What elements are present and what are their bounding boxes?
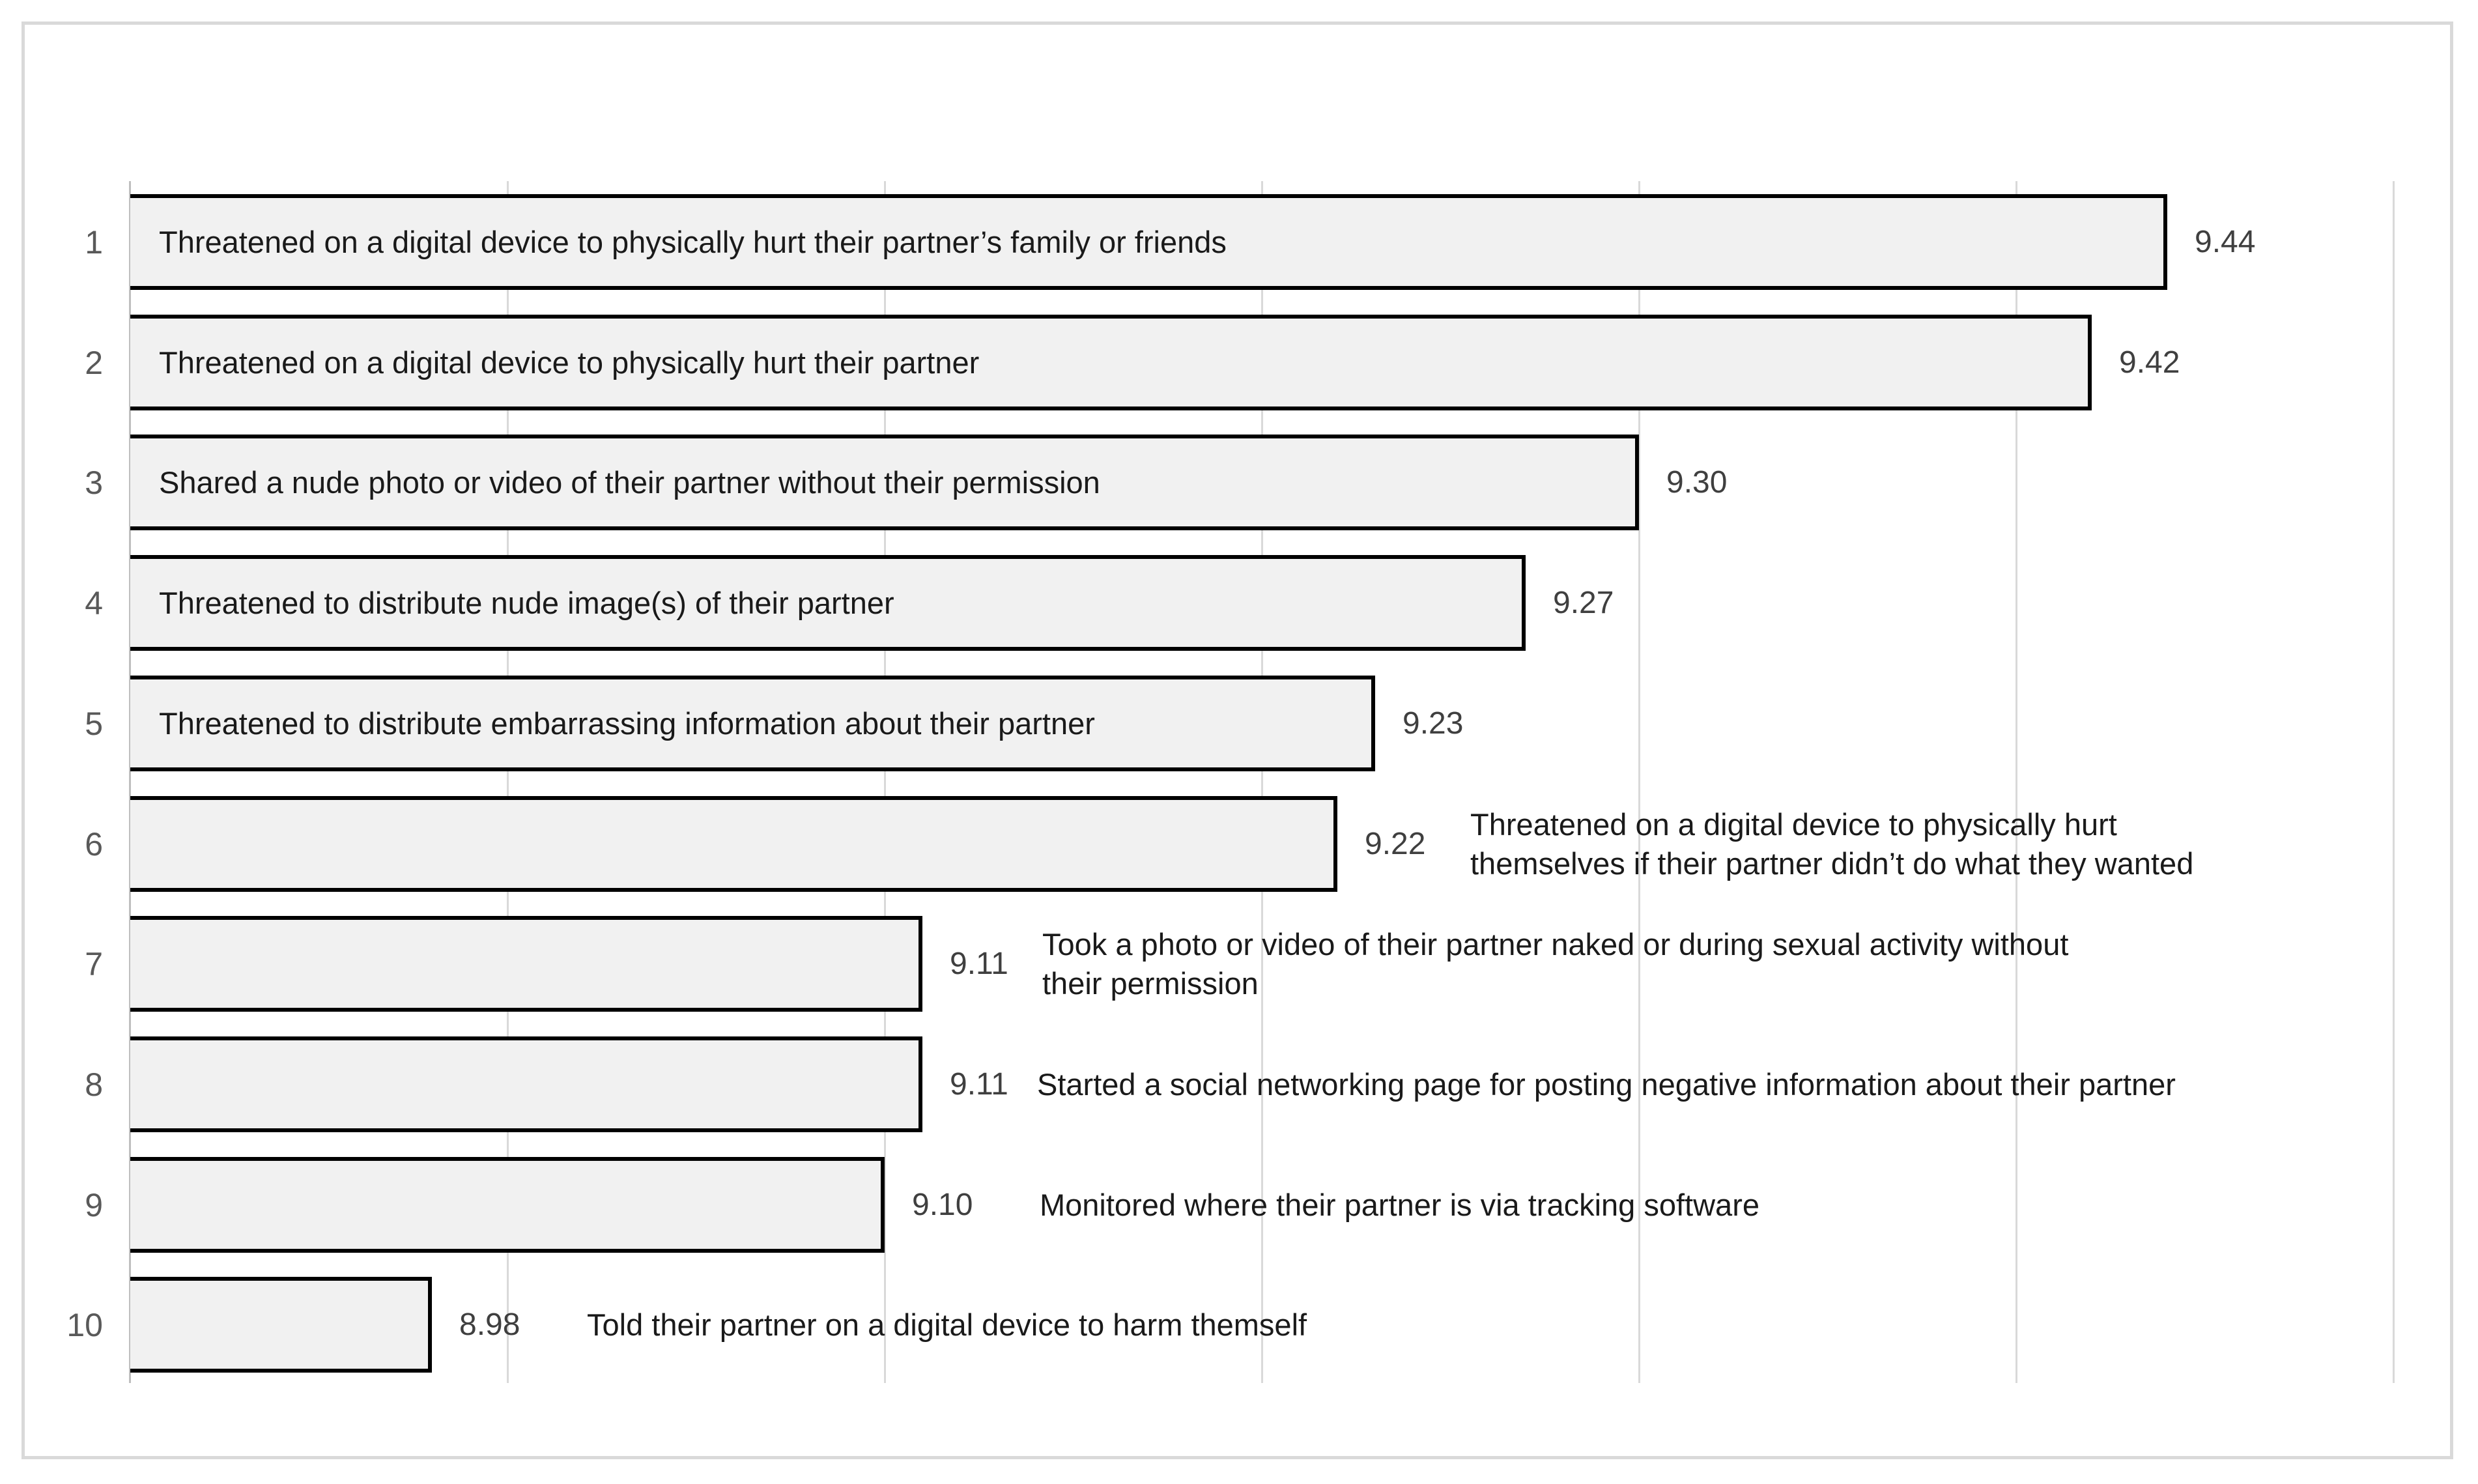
gridline-9.2 [1261, 181, 1263, 1383]
bar [130, 796, 1337, 892]
value-label: 9.27 [1553, 586, 1614, 620]
bar: Shared a nude photo or video of their pa… [130, 435, 1639, 530]
value-label: 9.30 [1666, 465, 1728, 500]
bar-inner-label: Shared a nude photo or video of their pa… [159, 465, 1100, 500]
rank-label: 1 [85, 223, 103, 261]
bar-outside-label: Started a social networking page for pos… [1037, 1066, 2176, 1102]
bar-outside-label: Threatened on a digital device to physic… [1470, 806, 2194, 881]
gridline-9.1 [884, 181, 886, 1383]
bar-inner-label: Threatened on a digital device to physic… [159, 225, 1227, 259]
chart-row: Threatened on a digital device to physic… [130, 194, 2167, 290]
bar-inner-label: Threatened on a digital device to physic… [159, 345, 980, 380]
value-label: 9.22 [1365, 827, 1426, 861]
bar [130, 1277, 432, 1373]
chart-row: Threatened to distribute nude image(s) o… [130, 555, 1526, 651]
gridline-9.4 [2015, 181, 2017, 1383]
bar [130, 1157, 885, 1253]
bar [130, 1036, 922, 1132]
rank-label: 10 [66, 1306, 103, 1343]
chart-row [130, 1036, 922, 1132]
rank-label: 4 [85, 584, 103, 621]
chart-row [130, 1157, 885, 1253]
value-label: 9.11 [950, 1067, 1008, 1102]
bar: Threatened to distribute nude image(s) o… [130, 555, 1526, 651]
chart-row: Threatened on a digital device to physic… [130, 315, 2092, 410]
rank-label: 7 [85, 945, 103, 982]
gridline-9.5 [2393, 181, 2395, 1383]
rank-label: 2 [85, 344, 103, 381]
value-label: 9.23 [1403, 706, 1464, 741]
chart-row [130, 796, 1337, 892]
bar-inner-label: Threatened to distribute embarrassing in… [159, 706, 1095, 741]
gridline-9.0 [507, 181, 509, 1383]
bar-inner-label: Threatened to distribute nude image(s) o… [159, 586, 894, 620]
chart-row: Threatened to distribute embarrassing in… [130, 676, 1375, 771]
bar-outside-label: Told their partner on a digital device t… [587, 1307, 1307, 1342]
chart-row [130, 916, 922, 1012]
rank-label: 3 [85, 464, 103, 501]
y-axis-line [129, 181, 131, 1383]
chart-row: Shared a nude photo or video of their pa… [130, 435, 1639, 530]
value-label: 9.42 [2119, 345, 2180, 380]
value-label: 9.44 [2195, 225, 2256, 259]
bar-outside-label: Took a photo or video of their partner n… [1042, 926, 2069, 1001]
bar: Threatened on a digital device to physic… [130, 315, 2092, 410]
value-label: 8.98 [459, 1307, 520, 1342]
gridline-9.3 [1638, 181, 1640, 1383]
value-label: 9.11 [950, 947, 1008, 981]
rank-label: 9 [85, 1186, 103, 1223]
bar [130, 916, 922, 1012]
bar-outside-label: Monitored where their partner is via tra… [1040, 1187, 1759, 1222]
bar: Threatened to distribute embarrassing in… [130, 676, 1375, 771]
value-label: 9.10 [912, 1188, 973, 1222]
rank-label: 8 [85, 1066, 103, 1103]
bar: Threatened on a digital device to physic… [130, 194, 2167, 290]
rank-label: 6 [85, 825, 103, 863]
chart-row [130, 1277, 432, 1373]
rank-label: 5 [85, 705, 103, 742]
